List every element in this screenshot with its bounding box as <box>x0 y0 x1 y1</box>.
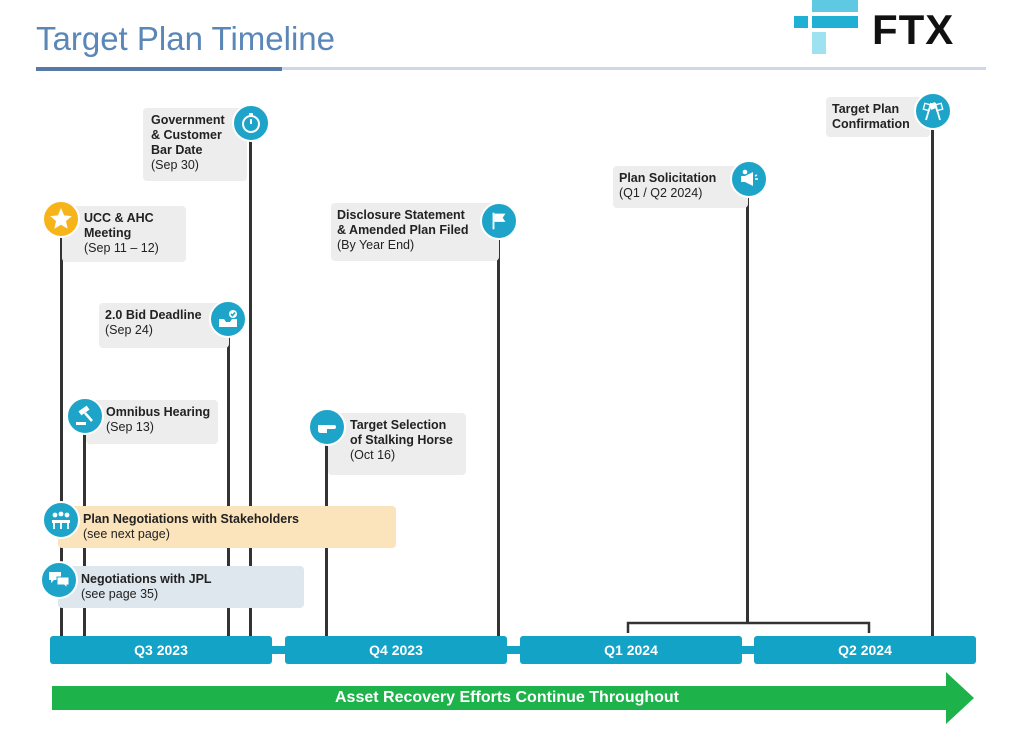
ftx-logo-text: FTX <box>872 6 955 53</box>
inbox-check-icon <box>209 300 247 338</box>
page-title: Target Plan Timeline <box>36 20 335 57</box>
quarter-joint <box>742 646 754 654</box>
gavel-icon <box>66 397 104 435</box>
milestone-date: (Sep 24) <box>105 323 153 337</box>
stem-ucc-ahc <box>60 236 63 638</box>
milestone-omnibus: Omnibus Hearing (Sep 13) <box>86 400 218 444</box>
chat-icon <box>40 561 78 599</box>
asset-recovery-arrow-head <box>946 672 974 724</box>
band-note: (see next page) <box>83 527 170 541</box>
milestone-date: (By Year End) <box>337 238 415 252</box>
stopwatch-icon <box>232 104 270 142</box>
milestone-title: Omnibus Hearing <box>106 405 211 419</box>
milestone-ucc-ahc: UCC & AHC Meeting (Sep 11 – 12) <box>62 206 186 262</box>
megaphone-icon <box>730 160 768 198</box>
milestone-bar-date: Government & Customer Bar Date (Sep 30) <box>143 108 247 181</box>
band-jpl-negotiations: Negotiations with JPL (see page 35) <box>58 566 304 608</box>
band-title: Plan Negotiations with Stakeholders <box>83 512 300 526</box>
stem-bar-date <box>249 138 252 638</box>
milestone-title: 2.0 Bid Deadline <box>105 308 202 322</box>
asset-recovery-label: Asset Recovery Efforts Continue Througho… <box>334 689 680 706</box>
milestone-title: Disclosure Statement & Amended Plan File… <box>337 208 469 237</box>
meeting-icon <box>42 501 80 539</box>
milestone-date: (Oct 16) <box>350 448 396 462</box>
q1-q2-bracket <box>626 621 871 633</box>
band-note: (see page 35) <box>81 587 159 601</box>
milestone-date: (Q1 / Q2 2024) <box>619 186 703 200</box>
milestone-confirmation: Target Plan Confirmation <box>826 97 930 137</box>
stem-confirmation <box>931 126 934 638</box>
star-icon <box>42 200 80 238</box>
milestone-title: Plan Solicitation <box>619 171 717 185</box>
flag-icon <box>480 202 518 240</box>
ftx-logo <box>792 0 982 60</box>
milestone-stalking-horse: Target Selection of Stalking Horse (Oct … <box>328 413 466 475</box>
stem-bid-deadline <box>227 336 230 638</box>
milestone-title: UCC & AHC Meeting <box>84 211 154 240</box>
asset-recovery-arrow <box>52 686 948 710</box>
milestone-date: (Sep 30) <box>151 158 199 172</box>
milestone-title: Target Selection of Stalking Horse <box>350 418 453 447</box>
ftx-logo-mark-icon <box>794 0 858 54</box>
title-underline-accent <box>36 67 282 71</box>
quarter-joint <box>507 646 520 654</box>
quarter-q1-2024: Q1 2024 <box>520 636 742 664</box>
quarter-joint <box>272 646 285 654</box>
checkered-flags-icon <box>914 92 952 130</box>
band-title: Negotiations with JPL <box>81 572 212 586</box>
title-underline <box>282 67 986 70</box>
milestone-bid-deadline: 2.0 Bid Deadline (Sep 24) <box>99 303 229 348</box>
milestone-disclosure: Disclosure Statement & Amended Plan File… <box>331 203 499 261</box>
quarter-q3-2023: Q3 2023 <box>50 636 272 664</box>
quarter-q2-2024: Q2 2024 <box>754 636 976 664</box>
milestone-title: Government & Customer Bar Date <box>151 113 225 157</box>
quarter-q4-2023: Q4 2023 <box>285 636 507 664</box>
milestone-solicitation: Plan Solicitation (Q1 / Q2 2024) <box>613 166 748 208</box>
pointing-hand-icon <box>308 408 346 446</box>
band-stakeholder-negotiations: Plan Negotiations with Stakeholders (see… <box>58 506 396 548</box>
stem-solicitation <box>746 196 749 623</box>
stem-disclosure <box>497 236 500 638</box>
milestone-title: Target Plan Confirmation <box>832 102 910 131</box>
milestone-date: (Sep 11 – 12) <box>84 241 159 255</box>
milestone-date: (Sep 13) <box>106 420 154 434</box>
